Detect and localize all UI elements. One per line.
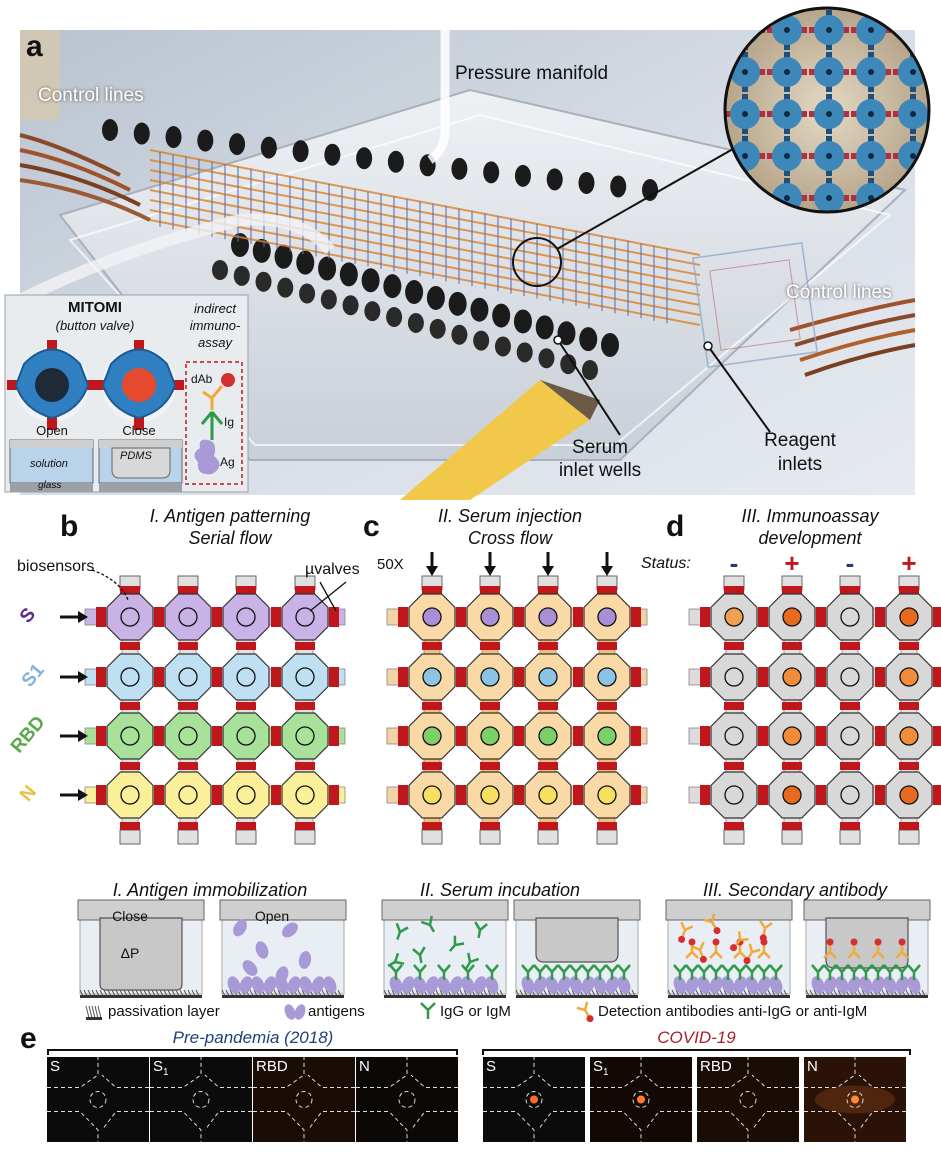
bracket-covid <box>482 1049 911 1055</box>
tile-label-7: RBD <box>700 1058 732 1075</box>
inset-dab-label: dAb <box>191 372 213 386</box>
status-mark-3: - <box>845 548 855 578</box>
panel-b-grid <box>84 575 346 845</box>
panel-letter-b: b <box>60 510 79 543</box>
status-mark-2: + <box>784 548 800 578</box>
status-mark-4: + <box>901 548 917 578</box>
control-wires-right <box>789 298 916 377</box>
panel-b-title-1: I. Antigen patterning <box>149 506 311 526</box>
panel-c-col-arrows <box>426 552 613 576</box>
label-fold-50x: 50X <box>377 556 404 573</box>
label-pressure-manifold: Pressure manifold <box>455 63 609 84</box>
step-1-dp-label: ΔP <box>120 945 140 961</box>
legend-detection-label: Detection antibodies anti-IgG or anti-Ig… <box>598 1003 868 1020</box>
label-reagent-inlets-1: Reagent <box>764 430 836 451</box>
panel-c-title-2: Cross flow <box>467 528 552 548</box>
panel-c-title-1: II. Serum injection <box>437 506 583 526</box>
tile-label-6: S1 <box>593 1058 609 1078</box>
panel-letter-c: c <box>363 510 380 543</box>
panel-letter-e: e <box>20 1022 37 1055</box>
label-reagent-inlets-2: inlets <box>777 454 823 475</box>
inset-close-label: Close <box>122 423 156 438</box>
uvalve-pointer-2 <box>309 581 347 612</box>
chip-channel-grid <box>149 149 701 326</box>
label-biosensors: biosensors <box>17 558 95 575</box>
step-schematics <box>77 899 931 998</box>
inset-assay-3: assay <box>198 335 232 350</box>
inset-subtitle: (button valve) <box>55 318 135 333</box>
serum-tube <box>17 213 335 306</box>
control-wires-left <box>19 30 151 222</box>
inset-assay-2: immuno- <box>189 318 241 333</box>
inset-ig-label: Ig <box>224 415 235 429</box>
step-3-title: III. Secondary antibody <box>702 880 888 900</box>
inset-open-label: Open <box>36 423 68 438</box>
step-1-open-label: Open <box>254 908 290 924</box>
inset-title: MITOMI <box>68 299 122 316</box>
label-serum-inlet-wells-1: Serum <box>572 437 628 458</box>
valve-cross-sections <box>9 439 183 492</box>
panel-letter-a: a <box>26 30 43 63</box>
immunoassay-box <box>185 361 243 485</box>
tile-label-5: S <box>486 1058 497 1075</box>
tile-label-1: S <box>50 1058 61 1075</box>
panel-b-title-2: Serial flow <box>188 528 272 548</box>
bracket-prepandemic <box>47 1049 458 1055</box>
inset-pdms-label: PDMS <box>120 450 152 462</box>
tile-label-8: N <box>807 1058 818 1075</box>
tile-label-4: N <box>359 1058 370 1075</box>
step-1-close-label: Close <box>112 908 148 924</box>
manifold-tube <box>427 30 450 164</box>
zoom-region-circle <box>512 237 562 287</box>
immunoassay-schematic <box>194 373 235 475</box>
label-uvalves: µvalves <box>305 561 360 578</box>
panel-letter-d: d <box>666 510 685 543</box>
label-status: Status: <box>641 555 691 572</box>
panel-c-grid <box>386 575 648 845</box>
valve-close-diagram <box>94 340 184 430</box>
inset-glass-label: glass <box>38 480 62 491</box>
panel-a-photo <box>4 6 931 500</box>
legend-igg-label: IgG or IgM <box>440 1003 511 1020</box>
label-control-lines-right: Control lines <box>786 282 892 303</box>
legend-passivation-label: passivation layer <box>108 1003 220 1020</box>
status-mark-1: - <box>729 548 739 578</box>
panel-d-title-2: development <box>758 528 862 548</box>
group-covid-title: COVID-19 <box>657 1028 736 1047</box>
panel-d-grid <box>688 575 941 845</box>
label-serum-inlet-wells-2: inlet wells <box>558 460 642 481</box>
inset-assay-1: indirect <box>194 301 236 316</box>
inset-solution-label: solution <box>30 458 68 470</box>
group-prepandemic-title: Pre-pandemia (2018) <box>172 1028 334 1047</box>
legend-icons <box>85 1001 594 1023</box>
pencil <box>400 380 590 500</box>
chip-wells <box>102 119 658 380</box>
tile-label-2: S1 <box>153 1058 169 1078</box>
legend-antigens-label: antigens <box>308 1003 365 1020</box>
biosensor-pointer <box>91 569 129 601</box>
panel-d-title-1: III. Immunoassay <box>741 506 879 526</box>
panel-b-row-arrows <box>60 611 88 801</box>
valve-open-diagram <box>7 340 97 430</box>
step-2-title: II. Serum incubation <box>419 880 581 900</box>
fluorescence-tiles <box>47 1057 906 1142</box>
label-control-lines-left: Control lines <box>38 85 144 106</box>
tile-label-3: RBD <box>256 1058 288 1075</box>
inset-ag-label: Ag <box>220 455 235 469</box>
step-1-title: I. Antigen immobilization <box>112 880 308 900</box>
